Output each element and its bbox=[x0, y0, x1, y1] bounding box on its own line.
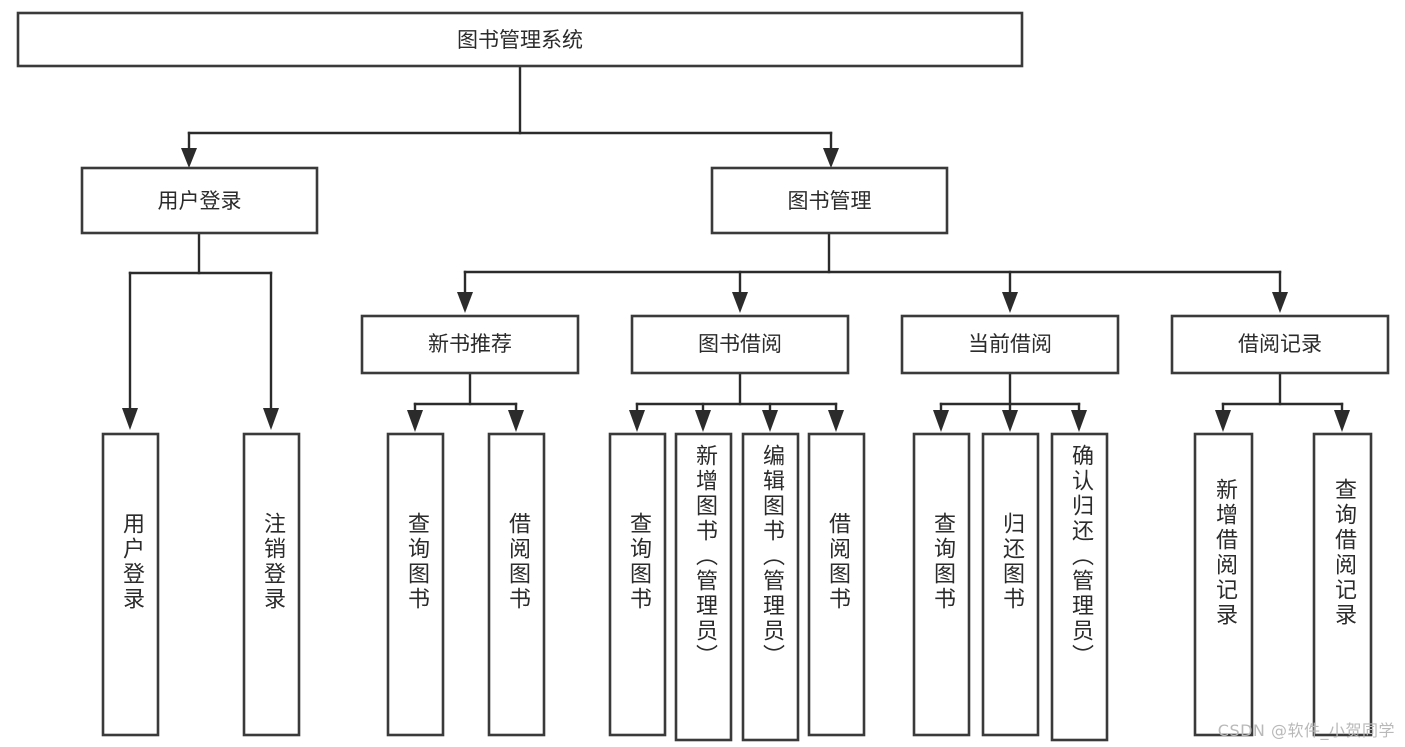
node-current-borrow[interactable]: 当前借阅 bbox=[900, 314, 1120, 375]
arrow-to-user-login bbox=[181, 148, 197, 168]
arrow-leaf-logout bbox=[263, 408, 279, 430]
node-book-borrow[interactable]: 图书借阅 bbox=[630, 314, 850, 375]
arrow-to-book-borrow bbox=[732, 292, 748, 313]
arrow-leaf-query-record bbox=[1334, 410, 1350, 432]
leaf-box-edit-book[interactable] bbox=[741, 432, 800, 742]
node-borrow-record[interactable]: 借阅记录 bbox=[1170, 314, 1390, 375]
node-borrow-record-box[interactable] bbox=[1170, 314, 1390, 375]
arrow-to-book-manage bbox=[823, 148, 839, 168]
leaf-box-user-login[interactable] bbox=[101, 432, 160, 737]
leaf-box-add-record[interactable] bbox=[1193, 432, 1254, 737]
node-new-book-recommend-box[interactable] bbox=[360, 314, 580, 375]
node-new-book-recommend[interactable]: 新书推荐 bbox=[360, 314, 580, 375]
node-root-label: 图书管理系统 bbox=[457, 28, 583, 52]
leaf-box-add-book[interactable] bbox=[674, 432, 733, 742]
node-book-borrow-label: 图书借阅 bbox=[698, 332, 782, 356]
arrow-to-new-book bbox=[457, 292, 473, 313]
node-book-manage[interactable]: 图书管理 bbox=[710, 166, 949, 235]
connector-layer bbox=[122, 64, 1350, 432]
leaf-box-confirm-return[interactable] bbox=[1050, 432, 1109, 742]
leaf-box-query-book-1[interactable] bbox=[386, 432, 445, 737]
node-current-borrow-label: 当前借阅 bbox=[968, 332, 1052, 356]
leaf-box-borrow-book-2[interactable] bbox=[807, 432, 866, 737]
node-book-manage-label: 图书管理 bbox=[788, 189, 872, 213]
leaf-box-query-book-2[interactable] bbox=[608, 432, 667, 737]
csdn-watermark: CSDN @软件_小贺同学 bbox=[1217, 721, 1395, 740]
arrow-leaf-edit-book bbox=[762, 410, 778, 432]
arrow-leaf-borrow-book-1 bbox=[508, 410, 524, 432]
node-book-manage-box[interactable] bbox=[710, 166, 949, 235]
arrow-leaf-return-book bbox=[1002, 410, 1018, 432]
node-user-login-label: 用户登录 bbox=[158, 189, 242, 213]
arrow-to-current-borrow bbox=[1002, 292, 1018, 313]
arrow-leaf-user-login bbox=[122, 408, 138, 430]
leaf-box-query-record[interactable] bbox=[1312, 432, 1373, 737]
node-current-borrow-box[interactable] bbox=[900, 314, 1120, 375]
node-user-login[interactable]: 用户登录 bbox=[80, 166, 319, 235]
node-root[interactable]: 图书管理系统 bbox=[16, 11, 1024, 68]
arrow-leaf-add-record bbox=[1215, 410, 1231, 432]
arrow-leaf-confirm-return bbox=[1071, 410, 1087, 432]
node-borrow-record-label: 借阅记录 bbox=[1238, 332, 1322, 356]
leaf-box-borrow-book-1[interactable] bbox=[487, 432, 546, 737]
node-root-box[interactable] bbox=[16, 11, 1024, 68]
leaf-box-return-book[interactable] bbox=[981, 432, 1040, 737]
arrow-to-borrow-record bbox=[1272, 292, 1288, 313]
arrow-leaf-add-book bbox=[695, 410, 711, 432]
arrow-leaf-query-book-1 bbox=[407, 410, 423, 432]
arrow-leaf-query-book-3 bbox=[933, 410, 949, 432]
arrow-leaf-query-book-2 bbox=[629, 410, 645, 432]
arrow-leaf-borrow-book-2 bbox=[828, 410, 844, 432]
node-user-login-box[interactable] bbox=[80, 166, 319, 235]
node-new-book-recommend-label: 新书推荐 bbox=[428, 332, 512, 356]
leaf-box-logout[interactable] bbox=[242, 432, 301, 737]
node-book-borrow-box[interactable] bbox=[630, 314, 850, 375]
leaf-box-query-book-3[interactable] bbox=[912, 432, 971, 737]
